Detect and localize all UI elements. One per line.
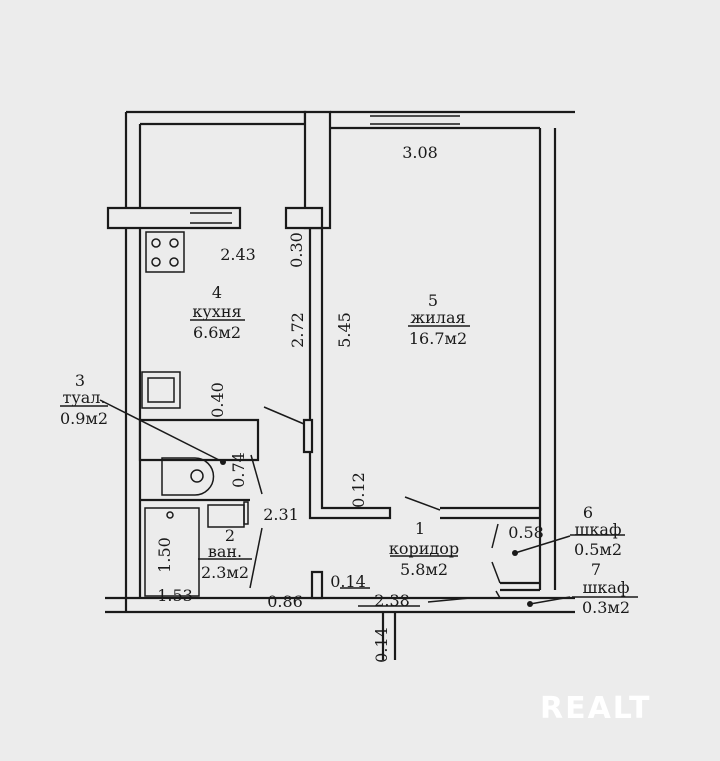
dim-niche: 0.30 (287, 232, 306, 268)
room-3: 3 туал. 0.9м2 (60, 371, 108, 428)
room-area: 0.9м2 (60, 409, 108, 428)
room-number: 7 (591, 560, 601, 579)
sink-icon (141, 371, 181, 409)
dim-toilet: 0.74 (229, 452, 248, 488)
room-area: 0.3м2 (582, 598, 630, 617)
toilet-icon (161, 457, 215, 496)
dim-living-width: 3.08 (402, 143, 438, 162)
dim-bath-150: 1.50 (155, 537, 174, 573)
room-2: 2 ван. 2.3м2 (201, 526, 249, 582)
room-area: 5.8м2 (400, 560, 448, 579)
room-name: коридор (389, 539, 459, 558)
room-name: ван. (208, 542, 242, 561)
dim-outer-014: 0.14 (372, 627, 391, 663)
fixtures (141, 231, 249, 597)
room-5: 5 жилая 16.7м2 (409, 291, 467, 348)
room-number: 5 (428, 291, 438, 310)
room-number: 2 (225, 526, 235, 545)
dim-kitchen-length: 2.72 (288, 312, 307, 348)
dimensions: 3.08 2.43 0.30 2.72 5.45 0.40 0.74 2.31 … (155, 143, 544, 663)
room-area: 2.3м2 (201, 563, 249, 582)
dim-wall-012: 0.12 (349, 472, 368, 508)
room-name: жилая (410, 308, 465, 327)
dim-closet: 0.58 (508, 523, 544, 542)
dim-kitchen-width: 2.43 (220, 245, 256, 264)
room-number: 1 (415, 519, 425, 538)
room-6: 6 шкаф 0.5м2 (574, 503, 622, 559)
dim-door: 0.86 (267, 592, 303, 611)
room-name: туал. (62, 388, 105, 407)
room-number: 6 (583, 503, 593, 522)
room-number: 3 (75, 371, 85, 390)
dim-231: 2.31 (263, 505, 299, 524)
room-4: 4 кухня 6.6м2 (192, 283, 241, 342)
room-name: кухня (192, 302, 241, 321)
room-1: 1 коридор 5.8м2 (389, 519, 459, 579)
room-number: 4 (212, 283, 222, 302)
dim-corridor: 2.38 (374, 591, 410, 610)
washbasin-icon (207, 504, 245, 528)
walls (105, 110, 575, 660)
room-7: 7 шкаф 0.3м2 (582, 560, 630, 617)
room-area: 16.7м2 (409, 329, 467, 348)
dim-bath-153: 1.53 (157, 586, 193, 605)
room-name: шкаф (583, 578, 630, 597)
dim-wall-014: 0.14 (330, 572, 366, 591)
room-name: шкаф (575, 520, 622, 539)
room-area: 6.6м2 (193, 323, 241, 342)
bathtub-icon (144, 507, 200, 597)
realt-watermark: REALT (540, 691, 651, 726)
dim-living-length: 5.45 (335, 312, 354, 348)
stove-icon (145, 231, 185, 273)
door-swings (99, 399, 571, 605)
dim-wall-040: 0.40 (208, 382, 227, 418)
room-area: 0.5м2 (574, 540, 622, 559)
